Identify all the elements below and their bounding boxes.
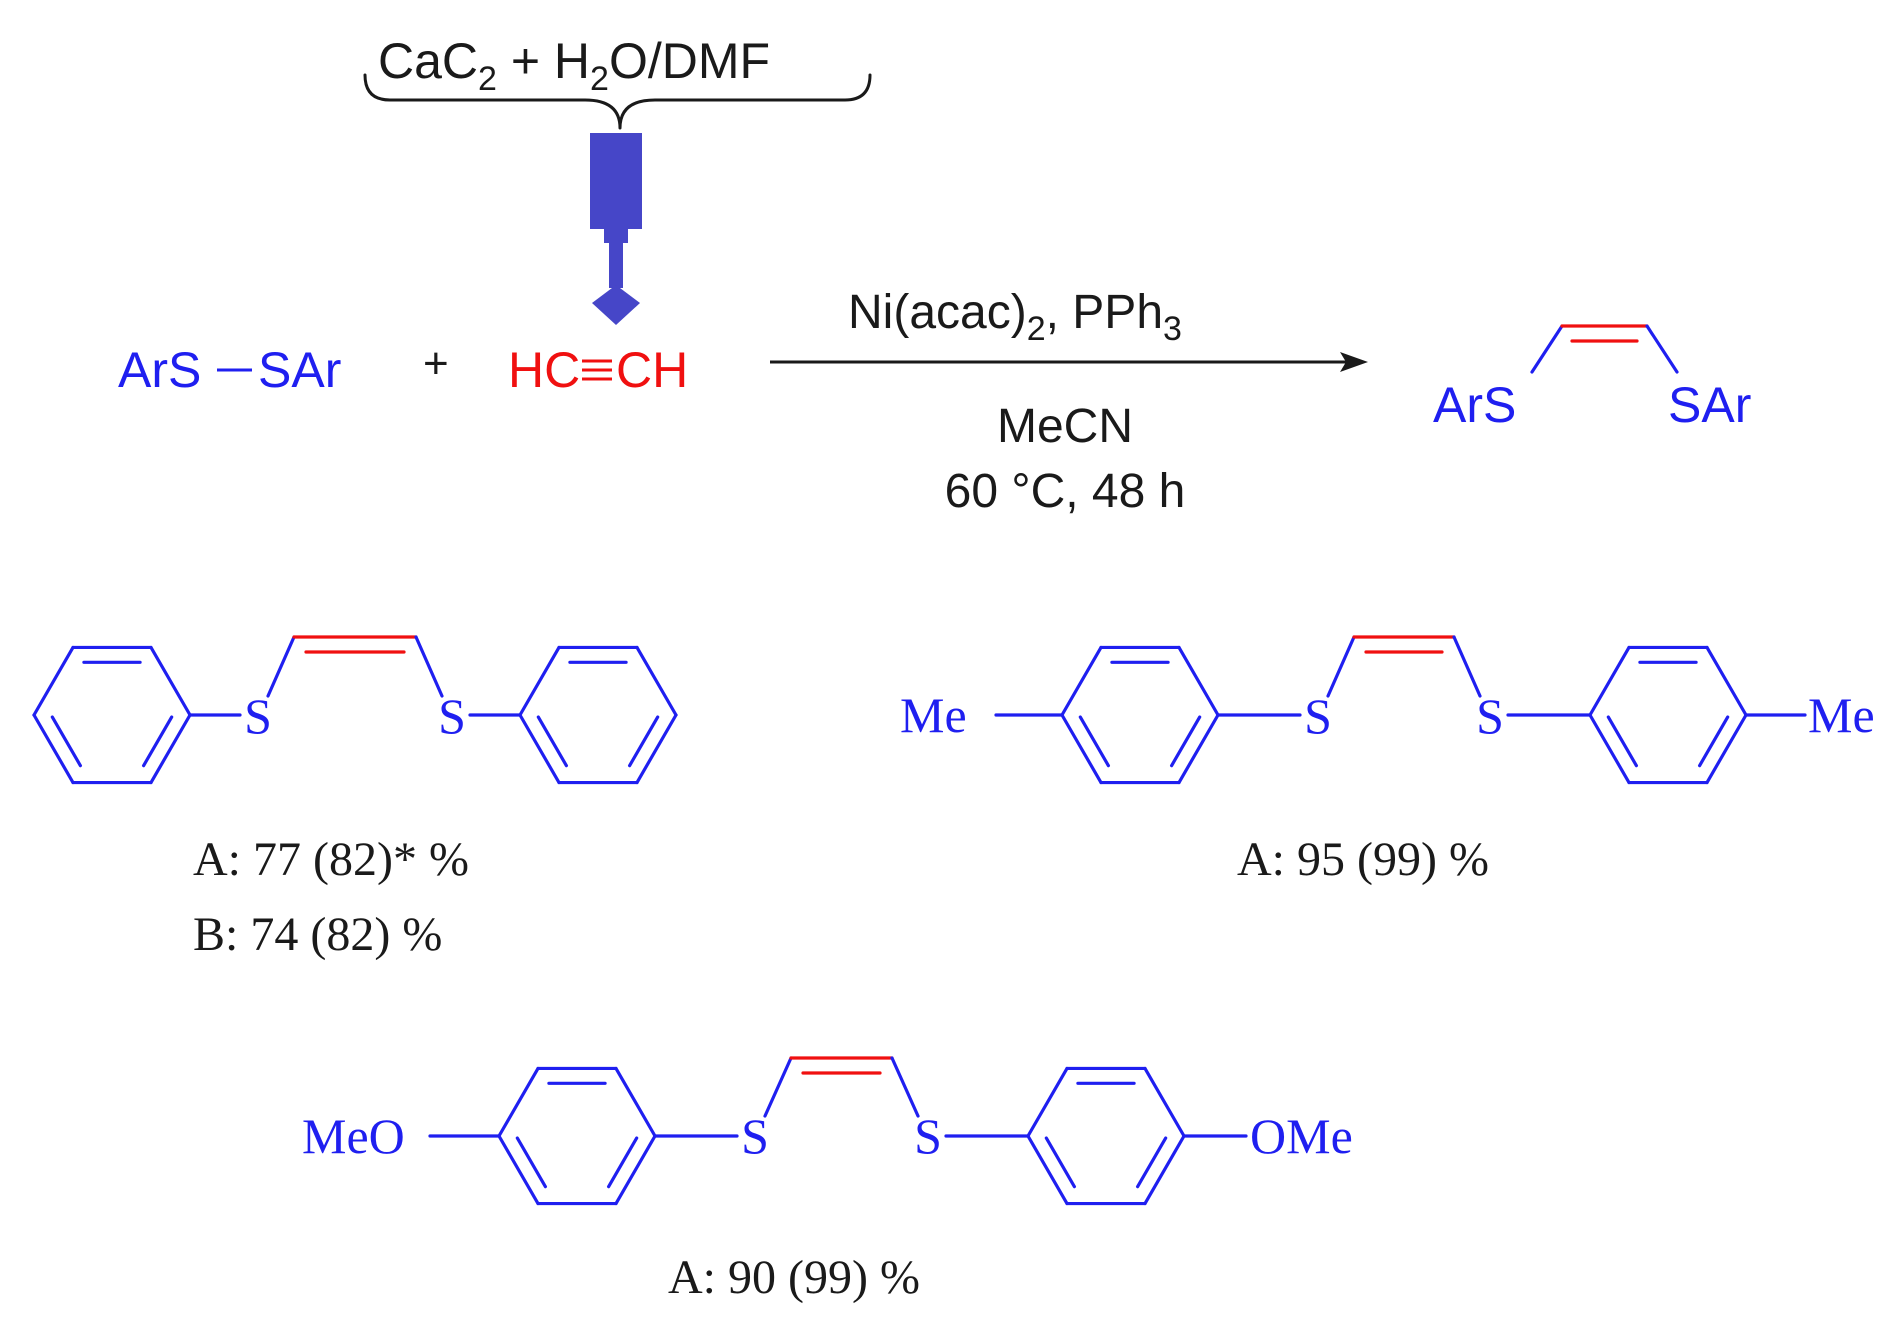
product-2-methyl-right: Me: [1808, 687, 1875, 743]
product-1: S S A: 77 (82)* % B: 74 (82) %: [32, 635, 678, 961]
p3-ring-left-bond: [497, 1066, 540, 1138]
p3-ring-right-double-bond: [1135, 1136, 1168, 1189]
p3-ring-right-double-bond: [1044, 1136, 1077, 1189]
p3-ring-right-bond: [1026, 1134, 1069, 1206]
p3-ring-right-bond: [1143, 1134, 1186, 1206]
solvent-label: MeCN: [997, 400, 1133, 453]
product-1-yield-a: A: 77 (82)* %: [193, 833, 469, 886]
product-1-yield-b: B: 74 (82) %: [193, 908, 442, 961]
p3-ring-left-double-bond: [515, 1136, 548, 1189]
p2-ring-left-double-bond: [1169, 715, 1202, 768]
generic-product: ArS SAr: [1433, 324, 1751, 433]
p2-ring-right-double-bond: [1606, 715, 1639, 768]
acetylene-hc: HC: [508, 342, 580, 398]
product-3-yield-a: A: 90 (99) %: [668, 1251, 920, 1304]
p2-vinylene-s-c-bond: [1326, 635, 1356, 698]
product-2-yield-a: A: 95 (99) %: [1237, 833, 1489, 886]
p3-ring-left-double-bond: [606, 1136, 639, 1189]
p1-ring-left-bond: [149, 713, 192, 785]
p1-ring-right-bond: [518, 645, 561, 717]
product-2-sulfur-left: S: [1304, 688, 1332, 744]
p2-vinylene-c-s-bond: [1452, 635, 1482, 698]
arrow-head: [1340, 352, 1368, 372]
acetylene-ch: CH: [616, 342, 688, 398]
p1-ring-left-bond: [32, 713, 75, 785]
catalyst-label: Ni(acac)2, PPh3: [848, 286, 1182, 348]
p2-ring-right-bond: [1588, 713, 1631, 785]
acetylene-generator-icon: [590, 133, 642, 325]
p1-ring-right-bond: [635, 645, 678, 717]
product-3-sulfur-left: S: [741, 1108, 769, 1164]
triple-bond: [582, 359, 612, 381]
product-2: Me S S Me A: 95 (99) %: [900, 635, 1875, 886]
p2-ring-right-bond: [1588, 645, 1631, 717]
product-2-methyl-left: Me: [900, 687, 967, 743]
p2-ring-right-bond: [1705, 645, 1748, 717]
p2-ring-left-double-bond: [1078, 715, 1111, 768]
temperature-time-label: 60 °C, 48 h: [945, 465, 1186, 518]
product-3-methoxy-left: MeO: [302, 1108, 405, 1164]
p1-ring-right-double-bond: [536, 715, 569, 768]
p1-vinylene-s-c-bond: [266, 635, 296, 698]
p2-ring-left-bond: [1060, 645, 1103, 717]
product-1-sulfur-left: S: [244, 688, 272, 744]
p3-vinylene-s-c-bond: [763, 1056, 793, 1118]
p2-ring-left-bond: [1177, 713, 1220, 785]
product-3: MeO S S OMe A: 90 (99) %: [302, 1056, 1353, 1304]
p1-ring-left-bond: [149, 645, 192, 717]
p1-ring-right-double-bond: [627, 715, 660, 768]
p1-ring-right-bond: [635, 713, 678, 785]
p3-ring-right-bond: [1143, 1066, 1186, 1138]
p3-vinylene-c-s-bond: [890, 1056, 920, 1118]
p3-ring-left-bond: [614, 1066, 657, 1138]
p2-ring-right-bond: [1705, 713, 1748, 785]
p3-ring-left-bond: [614, 1134, 657, 1206]
p2-ring-left-bond: [1177, 645, 1220, 717]
product-3-methoxy-right: OMe: [1250, 1108, 1353, 1164]
product-3-sulfur-right: S: [914, 1108, 942, 1164]
p1-ring-left-double-bond: [50, 715, 83, 768]
p1-ring-right-bond: [518, 713, 561, 785]
p1-ring-left-bond: [32, 645, 75, 717]
product-2-sulfur-right: S: [1476, 688, 1504, 744]
acetylene-source-label: CaC2 + H2O/DMF: [378, 33, 770, 98]
product-1-sulfur-right: S: [438, 688, 466, 744]
p1-vinylene-c-s-bond: [414, 635, 444, 698]
product-SAr: SAr: [1668, 377, 1751, 433]
product-arS: ArS: [1433, 377, 1516, 433]
reactant-disulfide-right: SAr: [258, 342, 341, 398]
p2-ring-left-bond: [1060, 713, 1103, 785]
p3-ring-right-bond: [1026, 1066, 1069, 1138]
plus-sign: +: [423, 339, 449, 388]
curly-brace: [363, 73, 872, 130]
reactant-disulfide-left: ArS: [118, 342, 201, 398]
p2-ring-right-double-bond: [1697, 715, 1730, 768]
p1-ring-left-double-bond: [141, 715, 174, 768]
p3-ring-left-bond: [497, 1134, 540, 1206]
